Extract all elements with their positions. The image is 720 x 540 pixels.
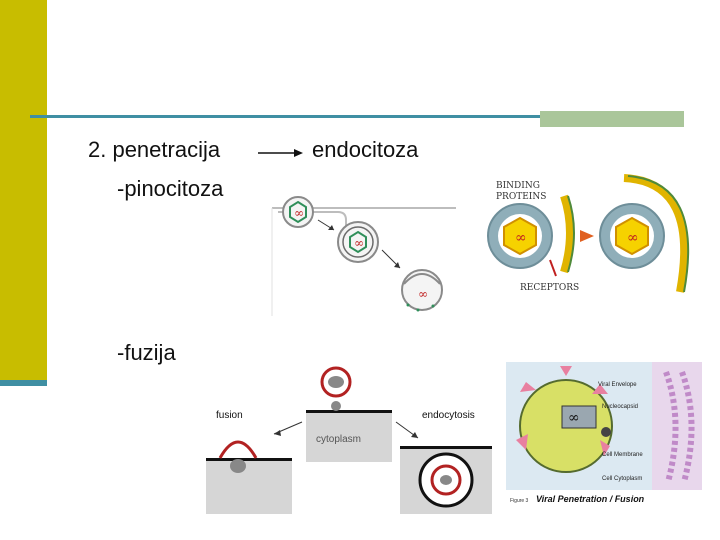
fusion-label: fusion: [216, 410, 243, 421]
fusion-endocytosis-diagram: cytoplasm fusion endocytosis: [204, 362, 498, 516]
accent-side-bar-edge: [0, 380, 47, 386]
endocytosis-heading: endocitoza: [312, 137, 418, 163]
svg-text:∞: ∞: [418, 287, 428, 301]
label-cell-cytoplasm: Cell Cytoplasm: [602, 476, 642, 482]
label-viral-envelope: Viral Envelope: [598, 382, 637, 388]
label-cell-membrane: Cell Membrane: [602, 452, 643, 458]
svg-text:∞: ∞: [568, 410, 580, 426]
fusion-bullet: -fuzija: [117, 340, 176, 366]
pinocytosis-diagram: ∞ ∞ ∞: [268, 180, 456, 316]
viral-penetration-diagram: ∞ Viral Envelope Nucleocapsid Cell Membr…: [506, 362, 702, 514]
svg-text:∞: ∞: [354, 236, 364, 250]
binding-label-1: BINDING: [496, 181, 540, 191]
svg-text:∞: ∞: [294, 206, 304, 220]
penetration-heading: 2. penetracija: [88, 137, 220, 163]
svg-text:∞: ∞: [627, 230, 639, 246]
virus-particle-2: ∞: [338, 222, 378, 262]
endocytosis-label: endocytosis: [422, 410, 475, 421]
figure-number: Figure 3: [510, 498, 529, 504]
right-arrow-icon: [258, 147, 304, 159]
virus-particle-3: ∞: [402, 270, 442, 312]
binding-label-2: PROTEINS: [496, 192, 546, 202]
label-nucleocapsid: Nucleocapsid: [602, 404, 638, 410]
receptors-label: RECEPTORS: [520, 283, 579, 293]
svg-text:∞: ∞: [515, 230, 527, 246]
pinocytosis-bullet: -pinocitoza: [117, 176, 223, 202]
viral-fusion-caption: Viral Penetration / Fusion: [536, 494, 645, 504]
title-divider-line: [30, 115, 540, 118]
cytoplasm-label: cytoplasm: [316, 434, 361, 445]
receptor-binding-diagram: BINDING PROTEINS RECEPTORS ∞ ∞: [484, 172, 704, 296]
divider-accent-block: [540, 111, 684, 127]
virus-particle-1: ∞: [283, 197, 313, 227]
accent-side-bar: [0, 0, 47, 384]
